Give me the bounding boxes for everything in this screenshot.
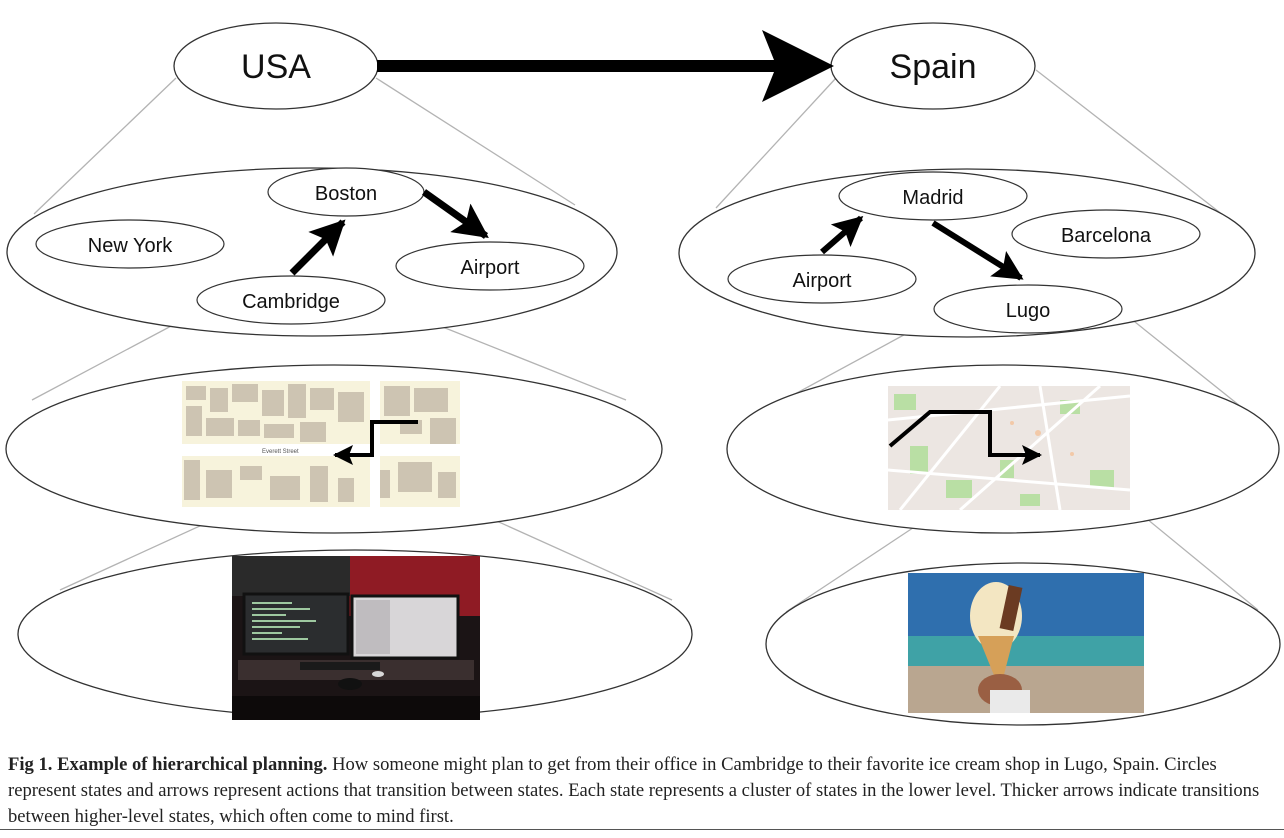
desk-monitors-photo <box>232 556 480 720</box>
madrid-state <box>838 171 1028 221</box>
lugo-label: Lugo <box>1006 300 1051 322</box>
spain-street-level <box>726 364 1280 534</box>
barcelona-label: Barcelona <box>1061 225 1152 247</box>
cambridge-state <box>196 275 386 325</box>
spain-airport-label: Airport <box>793 270 852 292</box>
city-route <box>888 410 1042 465</box>
caption-text: How someone might plan to get from their… <box>8 754 1260 827</box>
usa-photo-level <box>17 549 693 720</box>
ice-cream-photo <box>908 573 1144 713</box>
map-street-image: Everett Street <box>182 381 460 507</box>
new-york-label: New York <box>88 235 173 257</box>
usa-airport-label: Airport <box>461 257 520 279</box>
cambridge-label: Cambridge <box>242 291 340 313</box>
figure-caption: Fig 1. Example of hierarchical planning.… <box>8 752 1276 830</box>
usa-street-level: Everett Street <box>5 364 663 534</box>
boston-label: Boston <box>315 183 377 205</box>
spain-label: Spain <box>890 48 977 86</box>
usa-label: USA <box>241 48 311 86</box>
madrid-to-lugo-arrow <box>931 220 1024 281</box>
spain-cities-level: Madrid Barcelona Airport Lugo <box>678 168 1256 338</box>
spain-airport-state <box>727 254 917 304</box>
new-york-state <box>35 219 225 269</box>
cambridge-to-boston-arrow <box>289 219 346 276</box>
street-route <box>333 420 418 465</box>
usa-cities-level: New York Boston Airport Cambridge <box>6 167 618 337</box>
usa-airport-state <box>395 241 585 291</box>
lugo-state <box>933 284 1123 334</box>
caption-label: Fig 1. <box>8 754 53 775</box>
map-city-image <box>888 386 1130 510</box>
barcelona-state <box>1011 209 1201 259</box>
caption-title: Example of hierarchical planning. <box>57 754 328 775</box>
airport-to-madrid-arrow <box>820 215 864 255</box>
hierarchical-planning-diagram: USA Spain New York Boston Airport Cambri… <box>5 22 1281 726</box>
spain-photo-level <box>765 562 1281 726</box>
map-street-name: Everett Street <box>262 449 299 455</box>
top-level-states: USA Spain <box>173 22 1036 110</box>
madrid-label: Madrid <box>902 187 963 209</box>
boston-to-airport-arrow <box>421 189 489 239</box>
caption-divider <box>0 829 1284 830</box>
